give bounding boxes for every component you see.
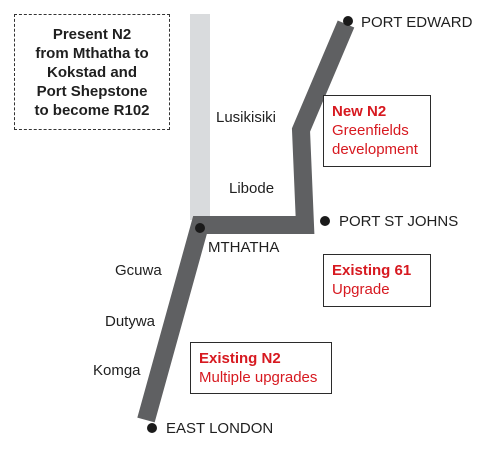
port-edward-label: PORT EDWARD bbox=[361, 14, 473, 31]
port-edward-marker bbox=[343, 16, 353, 26]
existing-n2-subtitle: Multiple upgrades bbox=[199, 369, 318, 386]
note-line-1: Present N2 bbox=[52, 25, 132, 43]
port-st-johns-marker bbox=[320, 216, 330, 226]
existing-61-title: Existing 61 bbox=[332, 262, 412, 279]
libode-label: Libode bbox=[229, 180, 275, 197]
note-line-3: Kokstad and bbox=[46, 63, 137, 81]
new-n2-title: New N2 bbox=[332, 103, 387, 120]
lusikisiki-label: Lusikisiki bbox=[216, 109, 277, 126]
note-line-2: from Mthatha to bbox=[35, 44, 149, 62]
existing-n2-title: Existing N2 bbox=[199, 350, 281, 367]
existing-n2-legend: Existing N2 Multiple upgrades bbox=[190, 342, 332, 394]
new-route-road bbox=[137, 20, 355, 423]
gcuwa-label: Gcuwa bbox=[115, 262, 162, 279]
port-st-johns-label: PORT ST JOHNS bbox=[339, 213, 459, 230]
east-london-marker bbox=[147, 423, 157, 433]
mthatha-label: MTHATHA bbox=[208, 239, 280, 256]
mthatha-marker bbox=[195, 223, 205, 233]
new-n2-legend: New N2 Greenfields development bbox=[323, 95, 431, 167]
dutywa-label: Dutywa bbox=[105, 313, 156, 330]
new-n2-subtitle-1: Greenfields bbox=[332, 122, 409, 139]
komga-label: Komga bbox=[93, 362, 141, 379]
note-line-5: to become R102 bbox=[34, 101, 150, 119]
existing-61-subtitle: Upgrade bbox=[332, 281, 390, 298]
current-n2-road bbox=[190, 14, 210, 220]
r102-note-box: Present N2 from Mthatha to Kokstad and P… bbox=[14, 14, 170, 130]
new-n2-subtitle-2: development bbox=[332, 141, 418, 158]
note-line-4: Port Shepstone bbox=[36, 82, 148, 100]
existing-61-legend: Existing 61 Upgrade bbox=[323, 254, 431, 307]
east-london-label: EAST LONDON bbox=[166, 420, 274, 437]
